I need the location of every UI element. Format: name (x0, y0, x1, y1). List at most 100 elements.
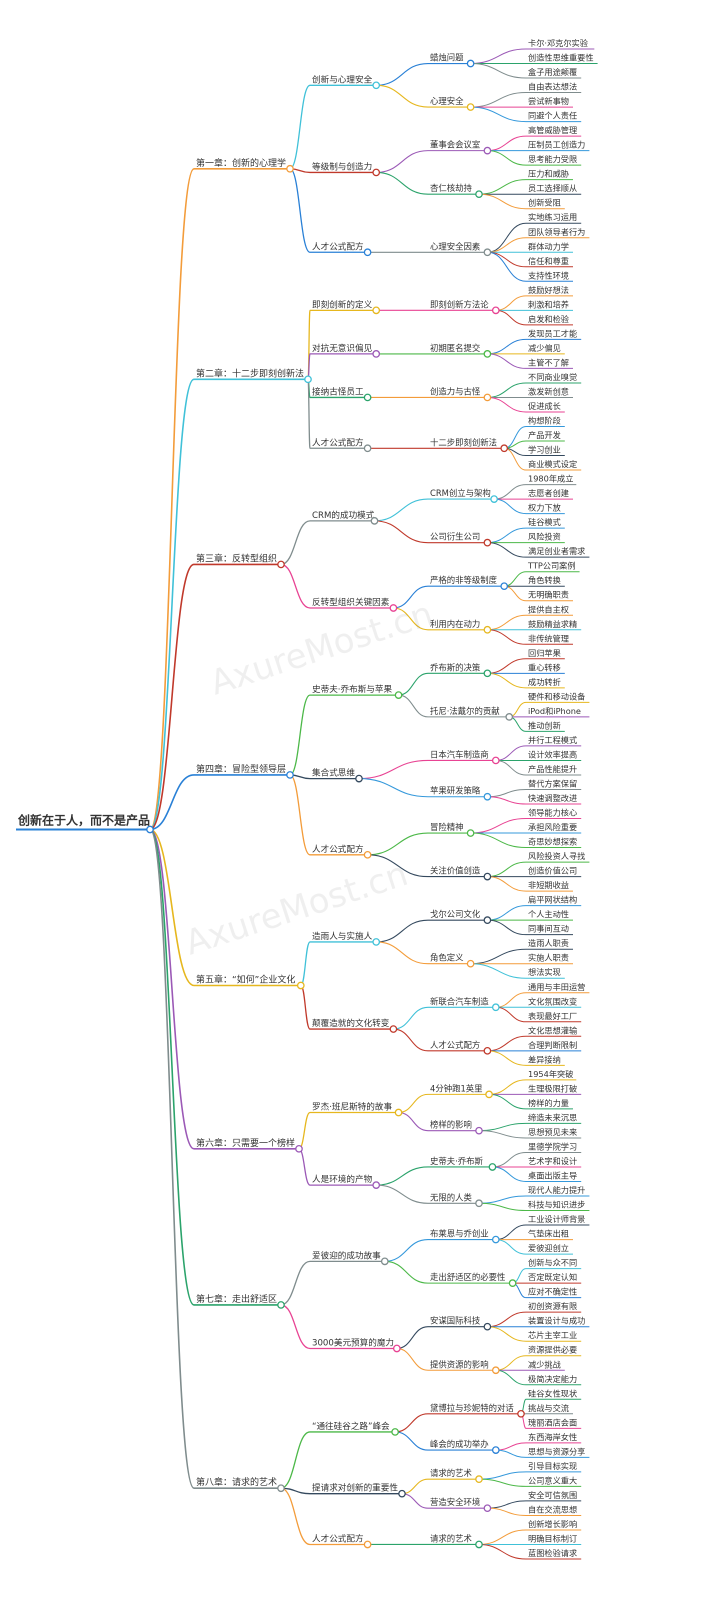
subtopic-collapse-toggle[interactable] (483, 538, 492, 547)
subtopic-collapse-toggle[interactable] (483, 248, 492, 257)
subtopic-collapse-toggle[interactable] (466, 829, 475, 837)
section-collapse-toggle[interactable] (363, 393, 372, 402)
subtopic-collapse-toggle[interactable] (483, 1504, 492, 1513)
chapter-collapse-toggle[interactable] (304, 375, 312, 384)
section-collapse-toggle[interactable] (372, 306, 381, 315)
subtopic-collapse-toggle[interactable] (483, 872, 492, 881)
subtopic-collapse-toggle[interactable] (466, 103, 475, 111)
leaf-topic: 自由表达想法 (528, 82, 577, 92)
subtopic-collapse-toggle[interactable] (483, 916, 492, 925)
subtopic: 新联合汽车制造 (430, 996, 489, 1006)
section-link (280, 1304, 311, 1350)
leaf-topic: 创新受阻 (528, 198, 561, 208)
subtopic-collapse-toggle[interactable] (483, 1046, 492, 1055)
leaf-topic: 鼓励好想法 (528, 285, 569, 295)
section-collapse-toggle[interactable] (394, 1108, 403, 1117)
chapter-collapse-toggle[interactable] (277, 1484, 285, 1493)
subtopic-collapse-toggle[interactable] (483, 669, 492, 678)
subtopic-collapse-toggle[interactable] (475, 1126, 483, 1135)
subtopic-link (376, 84, 429, 108)
section-collapse-toggle[interactable] (372, 1181, 381, 1189)
section-topic: 人才公式配方 (312, 843, 364, 855)
subtopic-collapse-toggle[interactable] (466, 959, 475, 968)
leaf-link (470, 106, 527, 123)
section-collapse-toggle[interactable] (363, 850, 372, 859)
subtopic-collapse-toggle[interactable] (491, 306, 500, 315)
subtopic-collapse-toggle[interactable] (466, 59, 475, 68)
section-collapse-toggle[interactable] (372, 350, 381, 358)
section-collapse-toggle[interactable] (372, 81, 381, 90)
leaf-link (487, 614, 527, 631)
subtopic-collapse-toggle[interactable] (505, 713, 514, 721)
subtopic-collapse-toggle[interactable] (475, 1540, 483, 1549)
leaf-link (487, 542, 527, 558)
leaf-topic: 鼓励精益求精 (528, 619, 577, 629)
leaf-link (470, 92, 527, 108)
subtopic-collapse-toggle[interactable] (491, 1003, 500, 1012)
leaf-topic: 造雨人职责 (528, 938, 569, 948)
leaf-topic: 硅谷女性现状 (528, 1388, 577, 1398)
section-collapse-toggle[interactable] (398, 1489, 406, 1498)
leaf-topic: 缔造未来沉思 (528, 1112, 577, 1122)
subtopic-collapse-toggle[interactable] (491, 1366, 500, 1375)
subtopic-collapse-toggle[interactable] (483, 1322, 492, 1331)
subtopic-collapse-toggle[interactable] (490, 495, 498, 503)
section-collapse-toggle[interactable] (372, 168, 381, 177)
leaf-link (478, 1130, 527, 1139)
subtopic-collapse-toggle[interactable] (500, 444, 509, 453)
watermark-text-2: AxureMost.cn (180, 854, 412, 964)
leaf-topic: 发现员工才能 (528, 328, 577, 338)
leaf-topic: 减少挑战 (528, 1359, 561, 1369)
subtopic-collapse-toggle[interactable] (475, 1475, 483, 1483)
subtopic-collapse-toggle[interactable] (483, 393, 492, 402)
subtopic-collapse-toggle[interactable] (485, 1090, 493, 1099)
subtopic-collapse-toggle[interactable] (483, 625, 492, 634)
subtopic-collapse-toggle[interactable] (491, 1235, 500, 1244)
subtopic-collapse-toggle[interactable] (488, 1163, 497, 1171)
chapter-collapse-toggle[interactable] (295, 1144, 303, 1153)
subtopic-collapse-toggle[interactable] (475, 1199, 483, 1208)
section-collapse-toggle[interactable] (389, 1025, 398, 1033)
chapter-collapse-toggle[interactable] (277, 560, 285, 569)
section-collapse-toggle[interactable] (363, 248, 372, 257)
subtopic-link (367, 854, 429, 878)
section-collapse-toggle[interactable] (392, 1344, 401, 1353)
leaf-link (487, 1507, 527, 1516)
chapter-topic: 第五章：“如何”企业文化 (196, 973, 295, 985)
leaf-link (487, 353, 527, 369)
section-collapse-toggle[interactable] (370, 517, 379, 525)
section-collapse-toggle[interactable] (389, 604, 398, 612)
leaf-topic: 提供自主权 (528, 604, 569, 614)
subtopic-collapse-toggle[interactable] (508, 1279, 517, 1287)
subtopic: 董事会会议室 (430, 140, 480, 150)
section-collapse-toggle[interactable] (363, 444, 372, 453)
subtopic-collapse-toggle[interactable] (517, 1409, 525, 1418)
subtopic-collapse-toggle[interactable] (483, 350, 492, 358)
section-link (289, 694, 311, 776)
leaf-topic: 引导目标实现 (528, 1461, 577, 1471)
section-collapse-toggle[interactable] (394, 691, 403, 699)
chapter-collapse-toggle[interactable] (277, 1301, 285, 1309)
leaf-link (487, 876, 527, 892)
subtopic-collapse-toggle[interactable] (483, 146, 492, 155)
section-collapse-toggle[interactable] (391, 1428, 399, 1436)
section-collapse-toggle[interactable] (355, 774, 363, 783)
subtopic-collapse-toggle[interactable] (500, 582, 509, 591)
subtopic-collapse-toggle[interactable] (491, 756, 500, 765)
leaf-topic: 领导能力核心 (528, 808, 577, 818)
root-collapse-toggle[interactable] (146, 825, 154, 834)
chapter-collapse-toggle[interactable] (296, 981, 305, 990)
leaf-topic: 创新增长影响 (528, 1519, 577, 1529)
leaf-topic: 员工选择顺从 (528, 183, 577, 193)
leaf-topic: 志愿者创建 (528, 488, 569, 498)
subtopic: 布莱恩与乔创业 (430, 1229, 489, 1239)
chapter-collapse-toggle[interactable] (286, 771, 294, 779)
section-collapse-toggle[interactable] (372, 938, 381, 946)
section-collapse-toggle[interactable] (363, 1540, 372, 1549)
chapter-collapse-toggle[interactable] (286, 164, 294, 173)
section-collapse-toggle[interactable] (380, 1257, 389, 1266)
subtopic-collapse-toggle[interactable] (483, 792, 492, 801)
subtopic-collapse-toggle[interactable] (475, 190, 483, 199)
subtopic-collapse-toggle[interactable] (491, 1446, 500, 1454)
